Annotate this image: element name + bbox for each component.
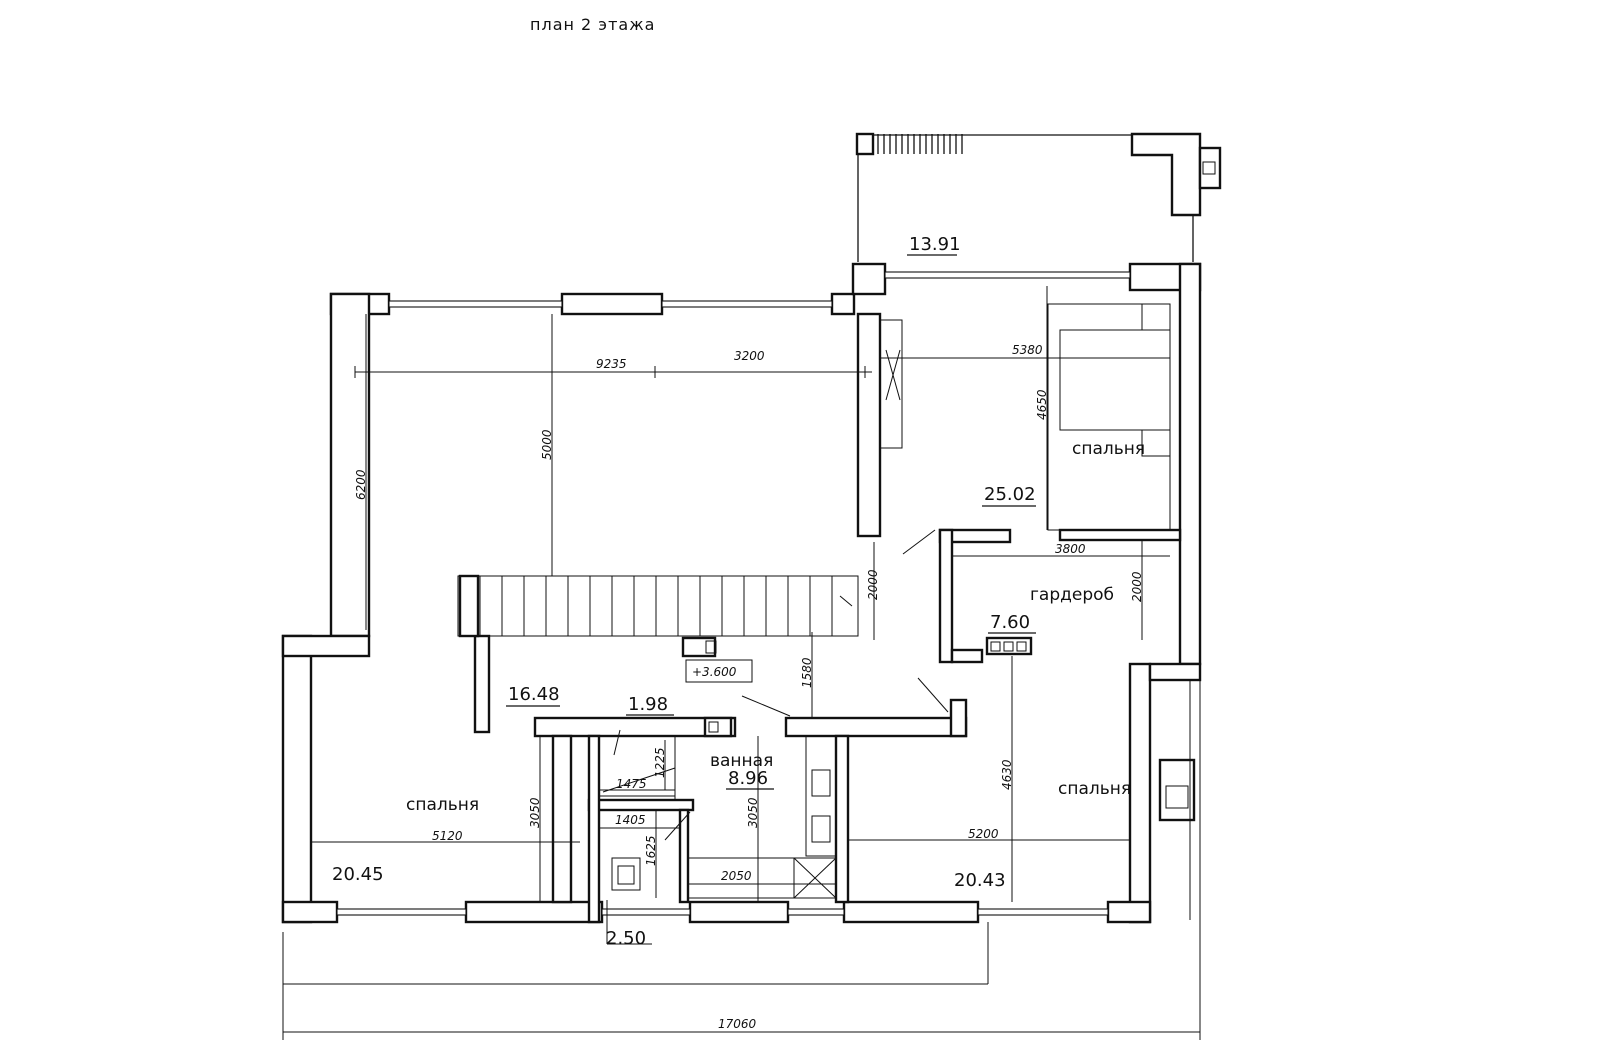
room-area-wardrobe: 7.60: [990, 612, 1030, 633]
dim-3200: 3200: [734, 349, 765, 363]
dim-2000-corridor: 2000: [866, 569, 880, 600]
dim-5000: 5000: [540, 429, 554, 460]
north-wall-block: [560, 292, 664, 316]
plan-title: план 2 этажа: [530, 15, 655, 34]
nightstand: [1141, 429, 1171, 457]
level-mark-box: [685, 659, 753, 683]
window: [977, 908, 1109, 916]
room-label-bathroom: ванная: [710, 751, 773, 771]
dim-17060: 17060: [718, 1017, 757, 1031]
dim-3050-left: 3050: [528, 797, 542, 828]
room-label-bedroom-se: спальня: [1058, 779, 1131, 799]
shower: [793, 857, 837, 899]
room-label-bedroom-ne: спальня: [1072, 439, 1145, 459]
dim-5380: 5380: [1012, 343, 1043, 357]
window: [661, 300, 833, 308]
room-label-bedroom-sw: спальня: [406, 795, 479, 815]
dim-9235: 9235: [596, 357, 627, 371]
window: [884, 271, 1131, 279]
toilet: [611, 857, 641, 891]
dim-3800: 3800: [1055, 542, 1086, 556]
window: [336, 908, 467, 916]
room-area-wc: 2.50: [606, 928, 646, 949]
room-area-bathroom: 8.96: [728, 768, 768, 789]
door-swing: [917, 677, 949, 713]
door-swing: [664, 811, 691, 841]
dim-1625: 1625: [644, 835, 658, 866]
dim-1475: 1475: [616, 777, 647, 791]
window: [601, 908, 691, 916]
nightstand: [1141, 303, 1171, 331]
radiator-grille: [877, 134, 963, 154]
dim-1580: 1580: [800, 657, 814, 688]
door-swing: [613, 729, 621, 756]
dim-6200: 6200: [354, 469, 368, 500]
room-area-hall: 16.48: [508, 684, 560, 705]
terrace: 13.91: [855, 132, 1222, 262]
room-label-wardrobe: гардероб: [1030, 585, 1114, 605]
furniture: [598, 303, 1196, 920]
walls: [281, 262, 1202, 924]
dimension-lines: [282, 286, 1201, 1040]
washbasin: [811, 769, 831, 797]
door-swing: [902, 529, 936, 555]
window: [787, 908, 845, 916]
dim-1405: 1405: [615, 813, 646, 827]
appliance-unit: [681, 636, 717, 658]
staircase: [457, 575, 859, 637]
dimension-labels: 9235 3200 5380 3800 5200 5120 1475 1405 …: [354, 343, 1144, 1031]
washbasin: [811, 815, 831, 843]
dim-3050-bath: 3050: [746, 797, 760, 828]
level-mark: +3.600: [692, 665, 737, 679]
dim-2000-wardrobe: 2000: [1130, 571, 1144, 602]
dim-5120: 5120: [432, 829, 463, 843]
room-labels: спальня 25.02 гардероб 7.60 16.48 1.98 в…: [332, 439, 1145, 949]
room-area-bedroom-ne: 25.02: [984, 484, 1036, 505]
room-area-bedroom-sw: 20.45: [332, 864, 384, 885]
east-appliance: [1158, 758, 1196, 822]
bed: [1059, 329, 1171, 431]
bathroom-counter: [805, 735, 837, 857]
window: [388, 300, 563, 308]
wardrobe-cabinet: [879, 319, 903, 449]
chimney-flue: [1198, 146, 1222, 190]
dim-1225: 1225: [653, 747, 667, 778]
chimney-stack: [1130, 132, 1202, 217]
dim-4630: 4630: [1000, 759, 1014, 790]
room-area-closet: 1.98: [628, 694, 668, 715]
chimney-flue-inner: [1202, 161, 1216, 175]
appliance-unit: [985, 636, 1033, 656]
terrace-column: [855, 132, 875, 156]
dim-2050: 2050: [721, 869, 752, 883]
dim-5200: 5200: [968, 827, 999, 841]
room-area-bedroom-se: 20.43: [954, 870, 1006, 891]
door-swing: [741, 695, 791, 717]
dim-4650: 4650: [1035, 389, 1049, 420]
bedroom-zone-outline: [1047, 303, 1171, 531]
terrace-area: 13.91: [909, 234, 961, 255]
